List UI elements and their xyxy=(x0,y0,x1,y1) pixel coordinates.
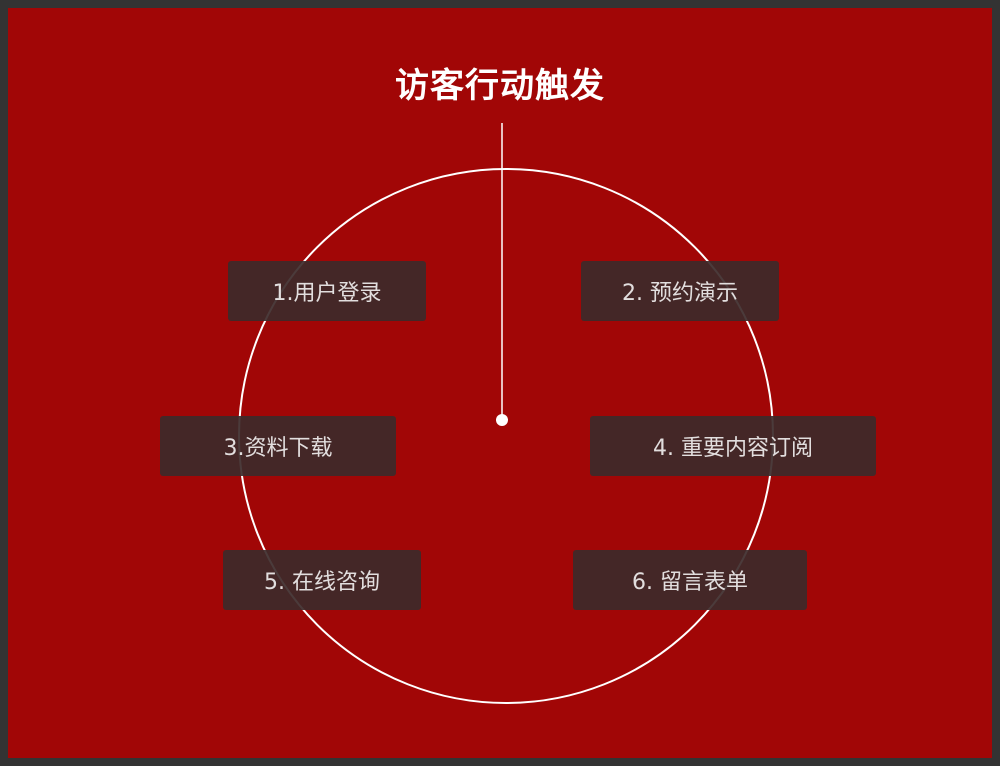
node-subscription: 4. 重要内容订阅 xyxy=(590,416,876,476)
node-online-consult: 5. 在线咨询 xyxy=(223,550,421,610)
diagram-title: 访客行动触发 xyxy=(395,66,605,106)
center-dot xyxy=(496,414,508,426)
node-message-form: 6. 留言表单 xyxy=(573,550,807,610)
node-book-demo: 2. 预约演示 xyxy=(581,261,779,321)
diagram-canvas: 访客行动触发 1.用户登录 2. 预约演示 3.资料下载 4. 重要内容订阅 5… xyxy=(8,8,992,758)
node-label: 4. 重要内容订阅 xyxy=(653,436,813,461)
node-label: 2. 预约演示 xyxy=(622,281,738,306)
node-label: 5. 在线咨询 xyxy=(264,570,380,595)
node-label: 3.资料下载 xyxy=(223,436,333,461)
node-user-login: 1.用户登录 xyxy=(228,261,426,321)
node-download: 3.资料下载 xyxy=(160,416,396,476)
node-label: 1.用户登录 xyxy=(272,281,382,306)
diagram-graphics xyxy=(238,123,774,704)
node-label: 6. 留言表单 xyxy=(632,570,748,595)
